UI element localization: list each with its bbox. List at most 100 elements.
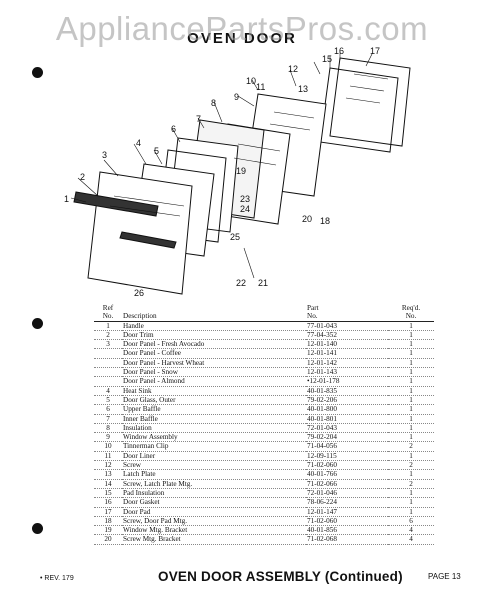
- row-ref: 3: [94, 339, 122, 350]
- callout-3: 3: [102, 150, 107, 160]
- header-description: Description: [122, 312, 306, 322]
- row-part-number: 71-02-066: [306, 479, 388, 489]
- header-qty: Req'd.: [401, 304, 421, 312]
- row-description: Handle: [122, 321, 306, 331]
- row-quantity: 2: [388, 441, 434, 452]
- row-description: Window Mtg. Bracket: [122, 525, 306, 536]
- row-part-number: 40-01-856: [306, 525, 388, 536]
- row-quantity: 1: [388, 507, 434, 517]
- binder-hole-top: [32, 67, 43, 78]
- row-description: Door Panel - Harvest Wheat: [122, 358, 306, 369]
- row-quantity: 1: [388, 395, 434, 406]
- row-quantity: 1: [388, 339, 434, 350]
- row-part-number: 71-02-068: [306, 534, 388, 545]
- door-panel: [87, 171, 193, 295]
- row-part-number: 40-01-801: [306, 414, 388, 424]
- row-description: Door Panel - Almond: [122, 376, 306, 387]
- row-part-number: 12-01-141: [306, 348, 388, 359]
- row-ref: 10: [94, 441, 122, 452]
- row-quantity: 1: [388, 451, 434, 462]
- row-part-number: 12-01-140: [306, 339, 388, 350]
- row-quantity: 4: [388, 525, 434, 536]
- callout-18: 18: [320, 216, 330, 226]
- callout-11: 11: [256, 82, 265, 92]
- row-part-number: 72-01-046: [306, 488, 388, 499]
- header-ref: Ref: [102, 304, 114, 312]
- row-ref: 7: [94, 414, 122, 424]
- row-part-number: 77-04-352: [306, 330, 388, 341]
- row-part-number: 12-01-147: [306, 507, 388, 517]
- row-ref: [94, 348, 122, 359]
- header-qty-no: No.: [388, 312, 434, 322]
- row-quantity: 1: [388, 414, 434, 424]
- row-part-number: 72-01-043: [306, 423, 388, 434]
- row-ref: 15: [94, 488, 122, 499]
- row-quantity: 1: [388, 404, 434, 415]
- row-ref: 5: [94, 395, 122, 406]
- row-description: Door Gasket: [122, 497, 306, 508]
- row-quantity: 1: [388, 321, 434, 331]
- callout-22: 22: [236, 278, 246, 288]
- row-description: Pad Insulation: [122, 488, 306, 499]
- row-quantity: 1: [388, 469, 434, 480]
- row-description: Screw, Door Pad Mtg.: [122, 516, 306, 527]
- row-description: Door Panel - Coffee: [122, 348, 306, 359]
- callout-23: 23: [240, 194, 250, 204]
- row-ref: 1: [94, 321, 122, 331]
- callout-5: 5: [154, 146, 159, 156]
- row-ref: 14: [94, 479, 122, 489]
- row-ref: 18: [94, 516, 122, 527]
- row-quantity: 1: [388, 376, 434, 387]
- row-quantity: 2: [388, 479, 434, 489]
- row-part-number: 40-01-766: [306, 469, 388, 480]
- row-quantity: 1: [388, 488, 434, 499]
- callout-19: 19: [236, 166, 246, 176]
- row-description: Latch Plate: [122, 469, 306, 480]
- callout-8: 8: [211, 98, 216, 108]
- row-description: Window Assembly: [122, 432, 306, 443]
- header-part: Part: [307, 304, 319, 312]
- row-quantity: 1: [388, 423, 434, 434]
- callout-26: 26: [134, 288, 144, 298]
- row-part-number: 71-02-060: [306, 516, 388, 527]
- row-quantity: 1: [388, 330, 434, 341]
- callout-7: 7: [196, 114, 201, 124]
- footer-title: OVEN DOOR ASSEMBLY (Continued): [158, 569, 403, 584]
- row-description: Screw Mtg. Bracket: [122, 534, 306, 545]
- row-ref: 11: [94, 451, 122, 462]
- row-description: Door Trim: [122, 330, 306, 341]
- row-ref: [94, 367, 122, 378]
- header-part-no: No.: [306, 312, 388, 322]
- row-quantity: 1: [388, 358, 434, 369]
- callout-2: 2: [80, 172, 85, 182]
- row-description: Screw: [122, 460, 306, 471]
- binder-hole-middle: [32, 318, 43, 329]
- row-description: Door Panel - Fresh Avocado: [122, 339, 306, 350]
- row-part-number: •12-01-178: [306, 376, 388, 387]
- callout-1: 1: [64, 194, 69, 204]
- row-ref: 20: [94, 534, 122, 545]
- row-description: Door Glass, Outer: [122, 395, 306, 406]
- row-quantity: 1: [388, 348, 434, 359]
- row-ref: 6: [94, 404, 122, 415]
- row-part-number: 79-02-204: [306, 432, 388, 443]
- row-description: Tinnerman Clip: [122, 441, 306, 452]
